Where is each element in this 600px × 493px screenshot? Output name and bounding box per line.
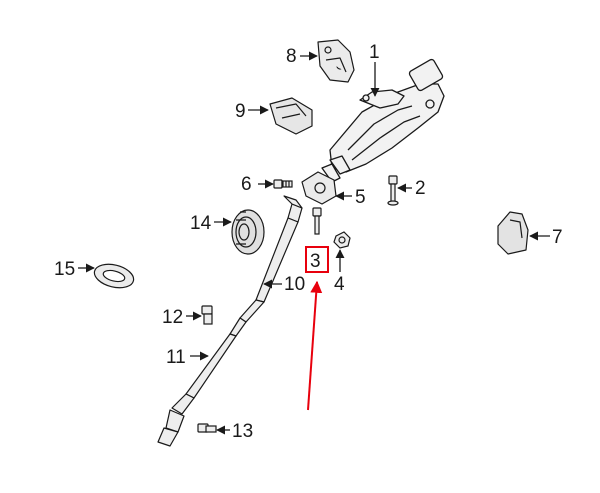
part-14-disc: [231, 209, 265, 255]
callout-11: 11: [166, 347, 186, 368]
callout-5: 5: [355, 187, 366, 208]
callout-8: 8: [286, 46, 297, 67]
part-4-nut: [333, 231, 351, 249]
part-13-bolt: [197, 423, 217, 433]
part-steering-column: [315, 58, 445, 191]
part-2-bolt: [387, 175, 399, 206]
highlight-annotation: [305, 246, 329, 411]
part-6-bolt: [273, 179, 293, 189]
part-7-bracket: [497, 211, 529, 255]
callout-1: 1: [369, 42, 380, 63]
callout-9: 9: [235, 101, 246, 122]
callout-2: 2: [415, 178, 426, 199]
callout-12: 12: [162, 307, 183, 328]
callout-15: 15: [54, 259, 75, 280]
part-3-pin: [312, 207, 322, 235]
callout-7: 7: [552, 227, 563, 248]
callout-14: 14: [190, 213, 212, 234]
part-15-grommet: [93, 263, 135, 289]
highlight-box: [305, 246, 329, 273]
part-9-module: [269, 97, 313, 135]
callout-10: 10: [284, 274, 305, 295]
callout-3: 3: [310, 251, 321, 272]
callout-labels: 1 2 3 4 5 6 7 8 9 10 11 12 13 14 15: [54, 42, 563, 442]
highlight-arrow: [307, 280, 323, 411]
callout-13: 13: [232, 421, 253, 442]
callout-4: 4: [334, 274, 345, 295]
callout-6: 6: [241, 174, 252, 195]
part-8-bracket: [317, 39, 355, 83]
part-12-bolt: [201, 305, 213, 325]
leader-lines: [78, 51, 550, 435]
